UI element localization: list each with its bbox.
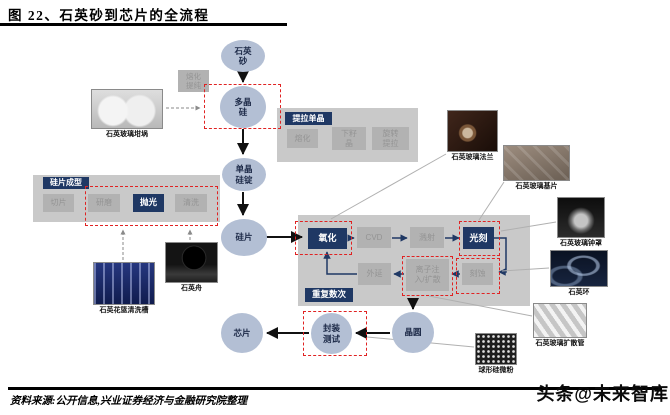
node-mono-ingot: 单晶硅锭 xyxy=(222,158,266,191)
node-quartz-sand: 石英砂 xyxy=(221,40,265,72)
step-lithography: 光刻 xyxy=(463,227,494,249)
photo-label-quartz-ring: 石英环 xyxy=(568,289,590,296)
step-epitaxy: 外延 xyxy=(358,263,391,285)
photo-quartz-boat xyxy=(165,242,218,283)
photo-cleaning-basket xyxy=(93,262,155,305)
photo-label-quartz-boat: 石英舟 xyxy=(181,285,202,292)
photo-label-quartz-substrate: 石英玻璃基片 xyxy=(515,183,558,190)
photo-quartz-belljar xyxy=(557,197,605,238)
footer-rule xyxy=(8,387,662,390)
photo-label-quartz-belljar: 石英玻璃钟罩 xyxy=(560,240,602,247)
figure-title: 图 22、石英砂到芯片的全流程 xyxy=(8,8,210,23)
photo-quartz-ring xyxy=(550,250,608,287)
step-slicing: 切片 xyxy=(43,194,74,212)
photo-label-quartz-crucible: 石英玻璃坩埚 xyxy=(106,131,148,138)
title-underline xyxy=(0,23,287,26)
photo-label-cleaning-basket: 石英花篮清洗槽 xyxy=(99,307,149,314)
step-ion-implant-diffusion: 离子注入/扩散 xyxy=(406,259,449,291)
step-melt-purify: 熔化提纯 xyxy=(178,70,209,92)
node-silicon-wafer: 硅片 xyxy=(221,219,267,256)
photo-quartz-substrate xyxy=(503,145,570,181)
node-package-test: 封装测试 xyxy=(311,313,352,354)
step-grinding: 研磨 xyxy=(88,194,120,212)
photo-silica-powder xyxy=(475,333,517,365)
photo-label-quartz-flange: 石英玻璃法兰 xyxy=(451,154,494,161)
step-cleaning: 清洗 xyxy=(175,194,207,212)
thin-photo-links xyxy=(330,153,557,348)
node-chip: 芯片 xyxy=(221,313,263,353)
step-melting: 熔化 xyxy=(287,129,318,148)
node-wafer: 晶圆 xyxy=(392,312,434,353)
step-cvd: CVD xyxy=(357,227,391,248)
photo-quartz-crucible xyxy=(91,89,163,129)
dashed-photo-arrows xyxy=(120,105,201,260)
panel-header-crystal-pulling: 提拉单晶 xyxy=(285,112,332,125)
photo-label-diffusion-tube: 石英玻璃扩散管 xyxy=(535,340,585,347)
step-oxidation: 氧化 xyxy=(308,228,347,249)
watermark: 头条@未来智库 xyxy=(536,384,669,404)
photo-quartz-flange xyxy=(447,110,498,152)
repeat-times-label: 重复数次 xyxy=(305,288,353,302)
step-etching: 刻蚀 xyxy=(462,263,493,285)
photo-diffusion-tube xyxy=(533,303,587,338)
step-seeding: 下籽晶 xyxy=(332,127,366,150)
step-rotate-pull: 旋转提拉 xyxy=(372,127,409,150)
panel-header-wafer-forming: 硅片成型 xyxy=(43,177,89,189)
source-note: 资料来源:公开信息,兴业证券经济与金融研究院整理 xyxy=(10,396,248,407)
step-sputtering: 溅射 xyxy=(410,227,444,248)
photo-label-silica-powder: 球形硅微粉 xyxy=(478,367,514,374)
step-polishing: 抛光 xyxy=(133,194,164,212)
node-polysilicon: 多晶硅 xyxy=(220,86,266,128)
